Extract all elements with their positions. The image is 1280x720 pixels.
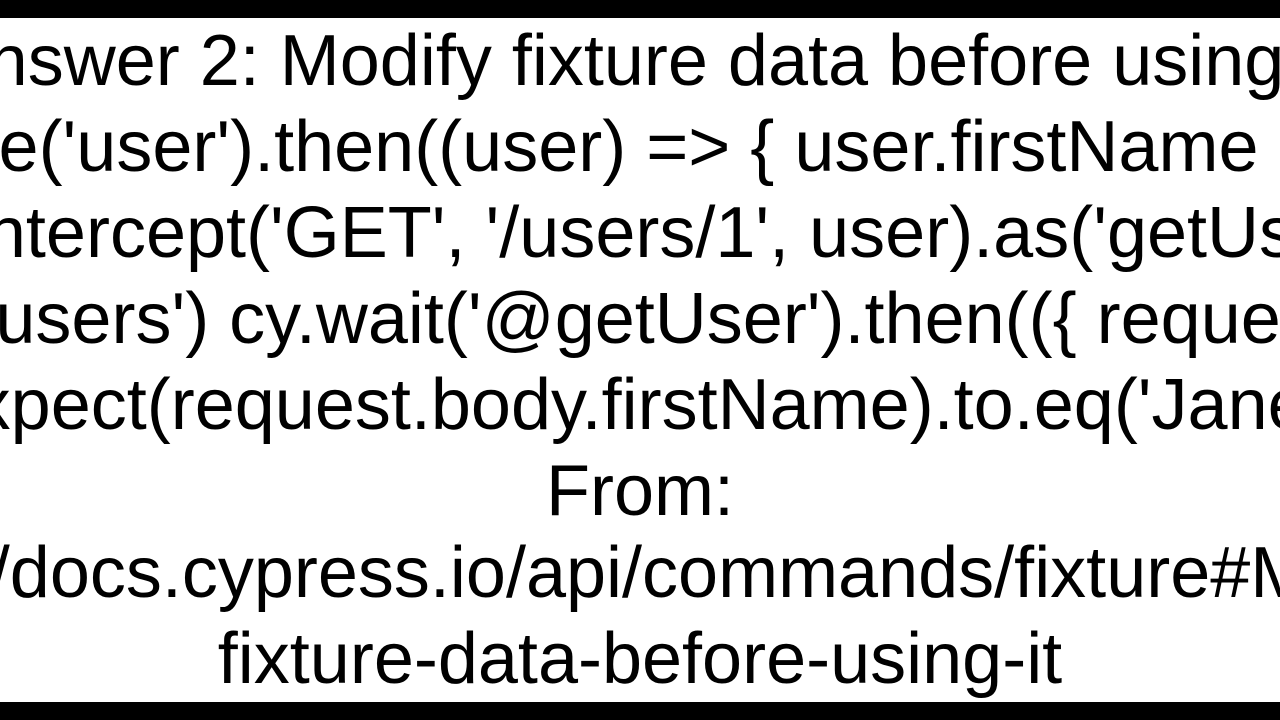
source-url: https://docs.cypress.io/api/commands/fix… (0, 533, 1280, 613)
code-line-expect: expect(request.body.firstName).to.eq('Ja… (0, 365, 1280, 445)
code-line-intercept: cy.intercept('GET', '/users/1', user).as… (0, 193, 1280, 273)
answer-heading: Answer 2: Modify fixture data before usi… (0, 21, 1280, 101)
code-line-visit-wait: cy.visit('/users') cy.wait('@getUser').t… (0, 279, 1280, 359)
source-url-continued: fixture-data-before-using-it (217, 619, 1063, 699)
code-line-fixture: cy.fixture('user').then((user) => { user… (0, 107, 1280, 187)
source-label: From: (546, 451, 734, 531)
letterbox-top (0, 0, 1280, 18)
letterbox-bottom (0, 702, 1280, 720)
text-panel: Answer 2: Modify fixture data before usi… (0, 18, 1280, 702)
